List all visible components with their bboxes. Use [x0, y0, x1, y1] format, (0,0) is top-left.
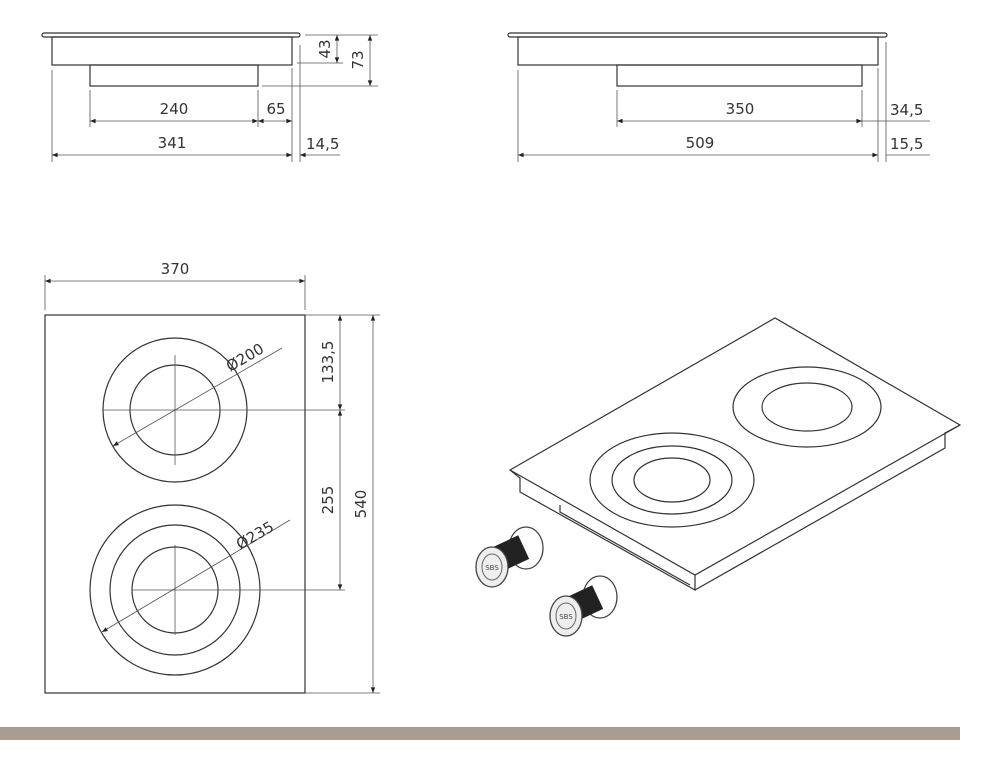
control-knob-2: SBS: [549, 575, 618, 637]
dim-240: 240: [160, 100, 189, 118]
dim-diameter-235: Ø235: [233, 518, 277, 554]
dim-diameter-200: Ø200: [223, 340, 267, 376]
dim-15-5: 15,5: [890, 135, 923, 153]
dim-14-5: 14,5: [306, 135, 339, 153]
burner-large: Ø235: [89, 504, 345, 676]
dim-255: 255: [319, 486, 337, 515]
dim-341: 341: [158, 134, 187, 152]
dim-65: 65: [266, 100, 285, 118]
dim-43: 43: [316, 39, 334, 58]
dim-73: 73: [349, 50, 367, 69]
side-view-long: 350 34,5 509 15,5: [507, 32, 930, 162]
dim-133-5: 133,5: [319, 341, 337, 384]
dim-350: 350: [726, 100, 755, 118]
control-knob-1: SBS: [475, 526, 544, 588]
knob-label: SBS: [485, 564, 499, 572]
dim-509: 509: [686, 134, 715, 152]
knob-label: SBS: [559, 613, 573, 621]
dim-540: 540: [352, 490, 370, 519]
plan-view: 370 Ø200 Ø235 133,5 255 540: [44, 260, 380, 694]
side-view-short: 240 65 341 14,5 43 73: [41, 32, 378, 162]
burner-small: Ø200: [102, 337, 345, 483]
footer-bar: [0, 727, 960, 740]
dim-370: 370: [161, 260, 190, 278]
isometric-view: [508, 317, 962, 592]
dim-34-5: 34,5: [890, 101, 923, 119]
